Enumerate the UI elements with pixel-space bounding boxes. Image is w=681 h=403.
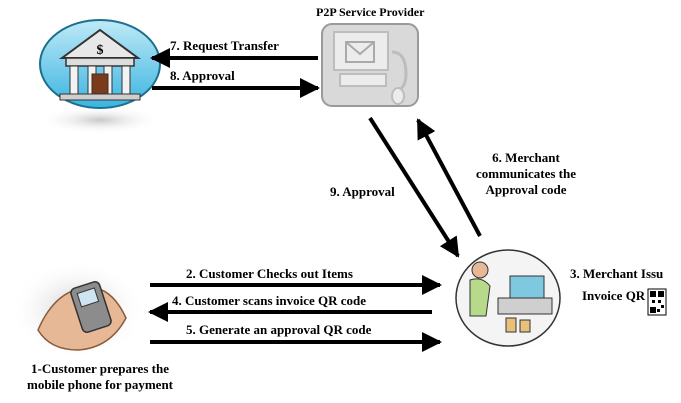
step-approval-bank-label: 8. Approval (170, 68, 235, 83)
provider-title: P2P Service Provider (316, 5, 425, 19)
step-request-transfer-label: 7. Request Transfer (170, 38, 279, 53)
merchant-comm-line3: Approval code (485, 182, 567, 197)
step-merchant-comm-label: 6. Merchant communicates the Approval co… (466, 150, 586, 198)
customer-label: 1-Customer prepares the mobile phone for… (0, 361, 200, 393)
arrow-merchant-comm (416, 118, 482, 237)
merchant-comm-line2: communicates the (475, 166, 576, 181)
merchant-comm-line1: 6. Merchant (492, 150, 560, 165)
merchant-label-line2: Invoice QR (582, 288, 646, 303)
bank-icon: $ (38, 19, 162, 134)
arrow-approval-provider (368, 116, 460, 258)
merchant-label-line1: 3. Merchant Issu (570, 266, 664, 281)
mobile-phone-icon (10, 260, 146, 360)
computer-mail-icon (321, 23, 419, 107)
step-generate-qr-label: 5. Generate an approval QR code (186, 322, 372, 337)
svg-text:$: $ (97, 43, 104, 58)
cashier-icon (448, 246, 568, 358)
qr-code-icon (647, 288, 667, 316)
step-approval-provider-label: 9. Approval (330, 184, 395, 199)
customer-label-line2: mobile phone for payment (26, 377, 173, 392)
step-checks-out-label: 2. Customer Checks out Items (186, 266, 353, 281)
step-scans-qr-label: 4. Customer scans invoice QR code (172, 293, 367, 308)
customer-label-line1: 1-Customer prepares the (31, 361, 169, 376)
